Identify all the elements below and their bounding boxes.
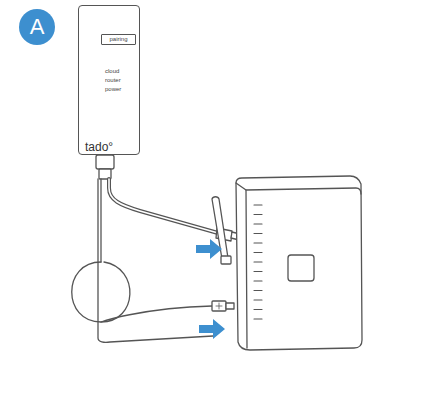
device-label: cloud <box>105 67 139 76</box>
callout-letter: A <box>19 9 55 45</box>
device-label: power <box>105 85 139 94</box>
bridge-device: cloudrouterpower tado° pairing <box>78 5 140 155</box>
device-label: tado° <box>85 141 139 154</box>
pairing-button: pairing <box>101 34 136 45</box>
device-label: router <box>105 76 139 85</box>
device-label: A <box>30 16 45 38</box>
device-label: pairing <box>109 36 127 43</box>
